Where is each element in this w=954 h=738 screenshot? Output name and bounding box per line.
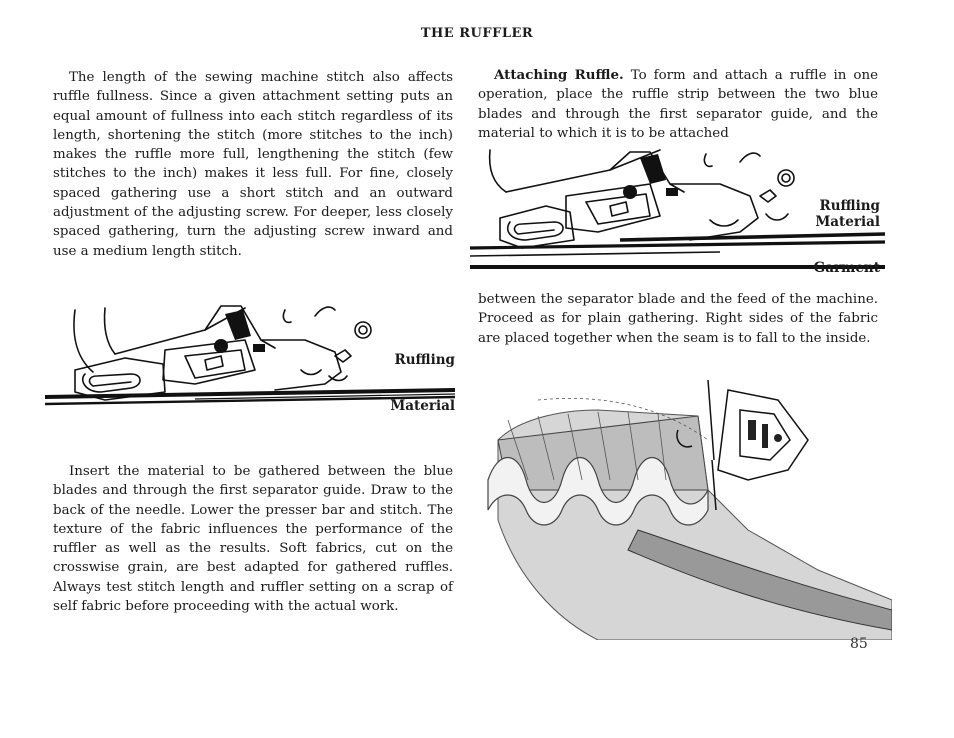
figure-1-label-ruffling: Ruffling <box>394 352 456 368</box>
figure-1-label-material: Material <box>390 398 455 414</box>
page-title: THE RUFFLER <box>420 26 534 41</box>
attaching-ruffle-text: To form and attach a ruffle in one opera… <box>478 68 878 141</box>
ruffler-figure-1: Ruffling Material <box>44 300 456 420</box>
paragraph-proceed-gathering: between the separator blade and the feed… <box>478 292 878 346</box>
attaching-ruffle-heading: Attaching Ruffle. <box>494 67 624 83</box>
figure-2-label-garment: Garment <box>813 260 880 276</box>
ruffler-illustration-2 <box>469 149 886 269</box>
figure-2-label-material: Material <box>815 214 880 230</box>
figure-2-label-ruffling: Ruffling <box>819 198 881 214</box>
ruffle-sewing-sketch <box>478 379 893 641</box>
ruffler-illustration-1 <box>44 305 456 406</box>
paragraph-attaching-ruffle: Attaching Ruffle. To form and attach a r… <box>478 66 878 143</box>
ruffler-figure-2: Ruffling Material Garment <box>469 140 886 278</box>
page-number: 85 <box>850 636 868 652</box>
ruffle-sewing-illustration <box>487 379 893 641</box>
paragraph-stitch-length: The length of the sewing machine stitch … <box>53 70 453 259</box>
paragraph-insert-material: Insert the material to be gathered betwe… <box>53 464 453 615</box>
